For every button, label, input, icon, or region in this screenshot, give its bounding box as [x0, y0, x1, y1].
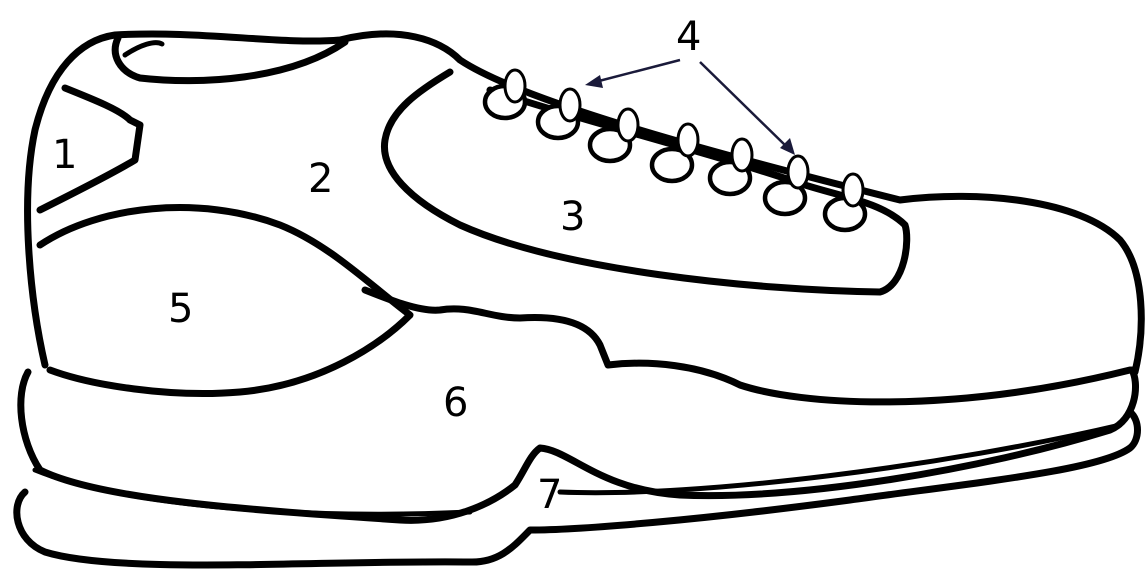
sole-outline — [17, 412, 1138, 565]
arrow-left — [595, 60, 680, 82]
label-6: 6 — [443, 380, 468, 426]
label-5: 5 — [168, 286, 193, 332]
sole-layer-line — [35, 470, 470, 514]
heel-panel — [40, 208, 410, 394]
eyelet — [710, 139, 752, 194]
arrowhead-left — [585, 75, 603, 88]
eyelets — [485, 70, 865, 230]
label-2: 2 — [308, 156, 333, 202]
sole-layer-line-front — [560, 425, 1120, 493]
label-7: 7 — [537, 472, 562, 518]
label-1: 1 — [52, 132, 77, 178]
arrow-right — [700, 62, 788, 148]
heel-pull-tab — [125, 43, 162, 55]
label-4: 4 — [676, 14, 701, 60]
side-panel-line — [365, 290, 1130, 402]
label-3: 3 — [560, 194, 585, 240]
arrowhead-right — [780, 138, 795, 155]
